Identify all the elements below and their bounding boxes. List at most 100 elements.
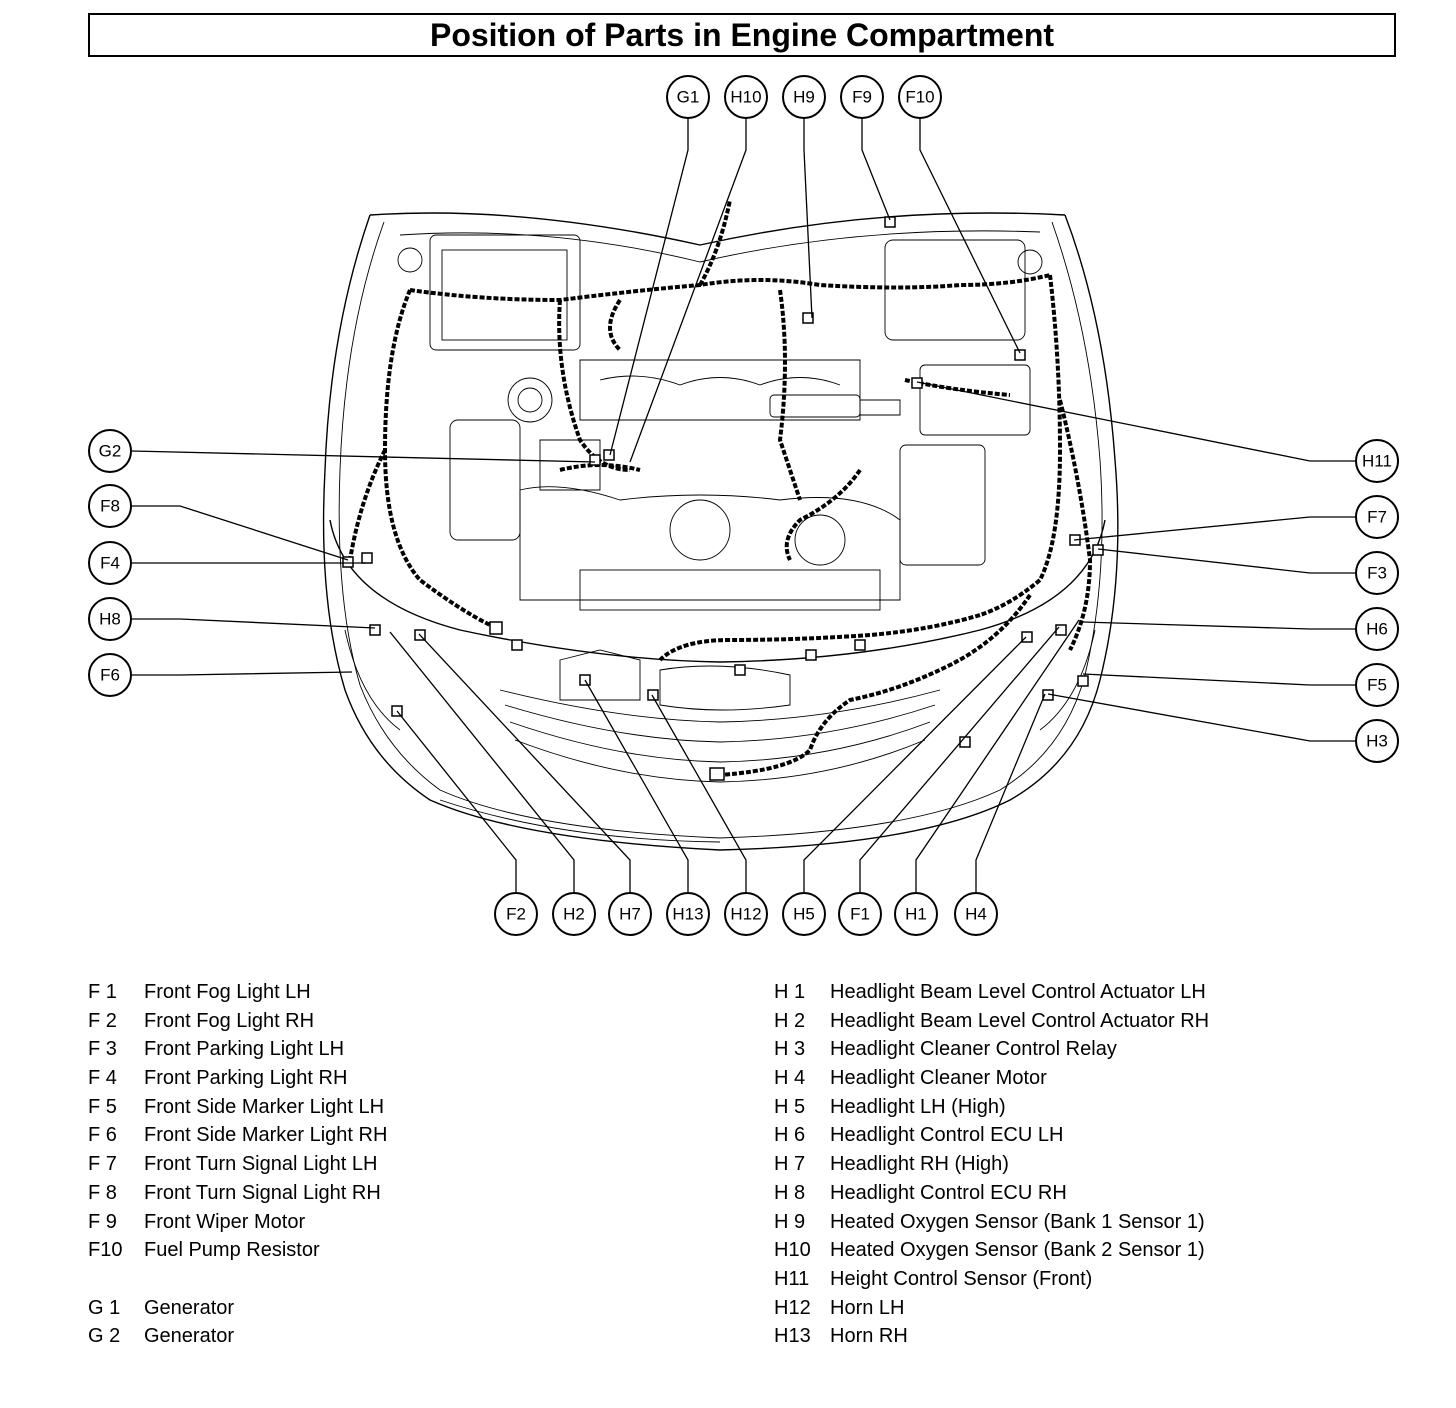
callout-label: F8 bbox=[100, 497, 120, 516]
legend-code: F 5 bbox=[88, 1095, 117, 1118]
legend-code: H 1 bbox=[774, 981, 806, 1003]
callout-h5: H5 bbox=[782, 892, 826, 936]
callout-f3: F3 bbox=[1355, 551, 1399, 595]
callout-g2: G2 bbox=[88, 429, 132, 473]
page-title: Position of Parts in Engine Compartment bbox=[429, 17, 1055, 53]
legend-item: H 1 Headlight Beam Level Control Actuator… bbox=[774, 978, 1209, 1007]
callout-f9: F9 bbox=[840, 75, 884, 119]
callout-label: F9 bbox=[852, 88, 872, 107]
callout-g1: G1 bbox=[666, 75, 710, 119]
legend-name: Front Fog Light RH bbox=[144, 1009, 315, 1032]
legend-name: Generator bbox=[144, 1296, 235, 1319]
wiring-harness bbox=[348, 199, 1093, 777]
callout-label: H9 bbox=[793, 88, 815, 107]
callout-h12: H12 bbox=[724, 892, 768, 936]
callout-h4: H4 bbox=[954, 892, 998, 936]
legend-name: Horn LH bbox=[830, 1296, 905, 1319]
legend-name: Fuel Pump Resistor bbox=[144, 1239, 320, 1262]
legend-code: F 1 bbox=[88, 981, 117, 1003]
legend-item: F 5 Front Side Marker Light LH bbox=[88, 1093, 387, 1122]
legend-code: H 4 bbox=[774, 1067, 806, 1090]
callout-h11: H11 bbox=[1355, 439, 1399, 483]
callout-label: F6 bbox=[100, 666, 120, 685]
legend-item: H11 Height Control Sensor (Front) bbox=[774, 1265, 1209, 1294]
callout-h2: H2 bbox=[552, 892, 596, 936]
legend-item: F 6 Front Side Marker Light RH bbox=[88, 1121, 387, 1150]
legend-item: G 1 Generator bbox=[88, 1294, 387, 1323]
callout-f5: F5 bbox=[1355, 663, 1399, 707]
callout-f10: F10 bbox=[898, 75, 942, 119]
legend-name: Front Side Marker Light LH bbox=[144, 1095, 385, 1118]
legend-name: Headlight Control ECU LH bbox=[830, 1124, 1064, 1147]
legend-name: Horn RH bbox=[830, 1325, 908, 1348]
callout-h8: H8 bbox=[88, 597, 132, 641]
legend-item: F10 Fuel Pump Resistor bbox=[88, 1236, 387, 1265]
callout-f7: F7 bbox=[1355, 495, 1399, 539]
legend-name: Front Parking Light RH bbox=[144, 1067, 348, 1090]
legend-code: G 1 bbox=[88, 1296, 121, 1319]
callout-h7: H7 bbox=[608, 892, 652, 936]
legend-name: Headlight Beam Level Control Actuator LH bbox=[830, 981, 1206, 1003]
callout-label: H2 bbox=[563, 905, 585, 924]
callout-label: F3 bbox=[1367, 564, 1387, 583]
callout-h3: H3 bbox=[1355, 719, 1399, 763]
callout-f2: F2 bbox=[494, 892, 538, 936]
legend-name: Front Fog Light LH bbox=[144, 981, 311, 1003]
legend-name: Front Turn Signal Light LH bbox=[144, 1153, 378, 1176]
callout-h10: H10 bbox=[724, 75, 768, 119]
callout-label: F10 bbox=[905, 88, 934, 107]
callout-label: F7 bbox=[1367, 508, 1387, 527]
legend-code: F10 bbox=[88, 1239, 123, 1262]
legend-name: Front Turn Signal Light RH bbox=[144, 1181, 381, 1204]
car-body-outline bbox=[322, 212, 1119, 851]
callout-label: F5 bbox=[1367, 676, 1387, 695]
engine-components bbox=[397, 234, 1043, 711]
legend-item: H 5 Headlight LH (High) bbox=[774, 1093, 1209, 1122]
legend-name: Front Wiper Motor bbox=[144, 1210, 306, 1233]
callout-label: H6 bbox=[1366, 620, 1388, 639]
legend-left: F 1 Front Fog Light LH F 2 Front Fog Light… bbox=[88, 978, 387, 1351]
legend-item: F 2 Front Fog Light RH bbox=[88, 1007, 387, 1036]
legend-spacer bbox=[88, 1265, 387, 1294]
callout-label: F1 bbox=[850, 905, 870, 924]
callout-label: H5 bbox=[793, 905, 815, 924]
callout-h6: H6 bbox=[1355, 607, 1399, 651]
callout-label: H8 bbox=[99, 610, 121, 629]
legend-name: Front Parking Light LH bbox=[144, 1038, 345, 1061]
legend-name: Headlight LH (High) bbox=[830, 1095, 1006, 1118]
callout-label: G1 bbox=[677, 88, 700, 107]
connectors bbox=[342, 216, 1104, 781]
engine-compartment-diagram: G1 H10 H9 F9 F10 G2 F8 F4 H8 F6 H11 F7 F… bbox=[88, 75, 1399, 936]
callout-h1: H1 bbox=[894, 892, 938, 936]
callout-label: H7 bbox=[619, 905, 641, 924]
legend-item: H 4 Headlight Cleaner Motor bbox=[774, 1064, 1209, 1093]
callout-f6: F6 bbox=[88, 653, 132, 697]
callout-label: F2 bbox=[506, 905, 526, 924]
callout-f8: F8 bbox=[88, 484, 132, 528]
legend-code: F 6 bbox=[88, 1124, 117, 1147]
legend-name: Front Side Marker Light RH bbox=[144, 1124, 388, 1147]
legend-code: F 8 bbox=[88, 1181, 117, 1204]
legend-code: H13 bbox=[774, 1325, 811, 1348]
legend-code: G 2 bbox=[88, 1325, 121, 1348]
legend-name: Height Control Sensor (Front) bbox=[830, 1267, 1093, 1290]
legend-name: Headlight Control ECU RH bbox=[830, 1181, 1067, 1204]
legend-name: Headlight Cleaner Motor bbox=[830, 1067, 1047, 1090]
legend-name: Heated Oxygen Sensor (Bank 1 Sensor 1) bbox=[830, 1210, 1205, 1233]
legend-name: Headlight Cleaner Control Relay bbox=[830, 1038, 1117, 1061]
legend-code: H 3 bbox=[774, 1038, 806, 1061]
callout-label: H3 bbox=[1366, 732, 1388, 751]
legend-code: F 2 bbox=[88, 1009, 117, 1032]
legend-code: H11 bbox=[774, 1267, 810, 1290]
legend-code: H 5 bbox=[774, 1095, 806, 1118]
callout-h13: H13 bbox=[666, 892, 710, 936]
